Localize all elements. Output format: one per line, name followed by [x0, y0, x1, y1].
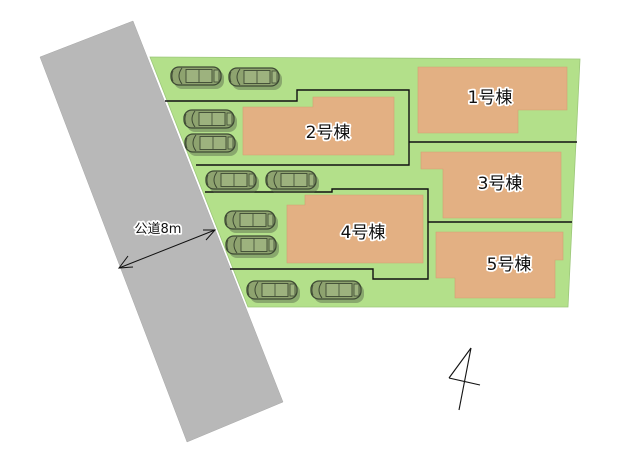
public-road — [39, 20, 284, 443]
car-icon — [170, 66, 225, 90]
building-2-label: 2号棟 — [306, 123, 351, 143]
lot-boundaries — [165, 89, 577, 280]
car-icon — [225, 235, 280, 259]
building-1-label: 1号棟 — [468, 88, 513, 108]
building-5-label: 5号棟 — [487, 255, 532, 275]
car-icon — [184, 133, 239, 157]
building-5 — [435, 231, 564, 299]
north-arrow-icon — [448, 347, 481, 411]
building-3 — [420, 151, 562, 219]
road-width-label: 公道8m — [135, 222, 182, 237]
car-icon — [205, 170, 260, 194]
building-4-label: 4号棟 — [341, 223, 386, 243]
building-4 — [286, 194, 424, 264]
road-width-arrow-icon — [117, 229, 217, 269]
car-icon — [228, 67, 283, 91]
car-icon — [224, 210, 279, 234]
car-icon — [183, 109, 238, 133]
building-3-label: 3号棟 — [478, 174, 523, 194]
car-icon — [246, 280, 301, 304]
car-icon — [310, 280, 365, 304]
building-1 — [417, 66, 568, 134]
car-icon — [265, 170, 320, 194]
building-2 — [242, 96, 395, 156]
